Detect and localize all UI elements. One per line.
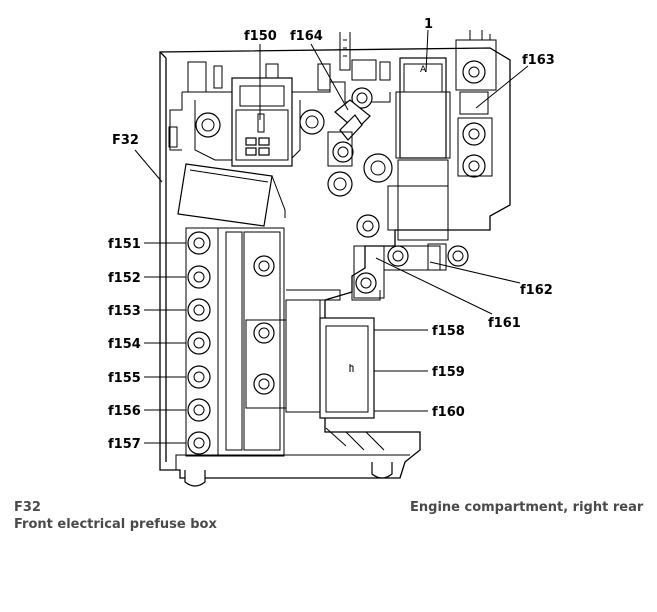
label-f162: f162 <box>520 283 553 298</box>
caption-location: Engine compartment, right rear <box>410 500 644 515</box>
label-f32: F32 <box>112 133 139 148</box>
f150-connector <box>231 77 293 167</box>
cable-outlet <box>177 163 286 227</box>
terminal-bolts <box>195 60 486 294</box>
label-f151: f151 <box>108 237 141 252</box>
relay-letter: A <box>420 65 427 75</box>
label-f154: f154 <box>108 337 141 352</box>
leader-lines <box>134 29 529 444</box>
upper-bus-area <box>182 61 391 161</box>
label-f160: f160 <box>432 405 465 420</box>
label-f152: f152 <box>108 271 141 286</box>
label-f156: f156 <box>108 404 141 419</box>
label-f155: f155 <box>108 371 141 386</box>
label-f157: f157 <box>108 437 141 452</box>
f164-strap <box>327 32 391 167</box>
label-f153: f153 <box>108 304 141 319</box>
caption-title: Front electrical prefuse box <box>14 517 217 532</box>
label-f150: f150 <box>244 29 277 44</box>
fuse-strip <box>185 227 287 457</box>
housing-outline <box>159 47 511 487</box>
label-f164: f164 <box>290 29 323 44</box>
fuse-carrier <box>285 289 385 451</box>
callout-labels: f150 f164 1 f163 F32 f151 f152 f153 f154… <box>108 17 555 452</box>
f163-terminal <box>455 30 497 177</box>
label-item-1: 1 <box>424 17 433 32</box>
caption-code: F32 <box>14 500 41 515</box>
label-f158: f158 <box>432 324 465 339</box>
label-f163: f163 <box>522 53 555 68</box>
label-f161: f161 <box>488 316 521 331</box>
relay-block-1: A <box>387 57 451 241</box>
f161-f162-area <box>351 243 447 301</box>
label-f159: f159 <box>432 365 465 380</box>
